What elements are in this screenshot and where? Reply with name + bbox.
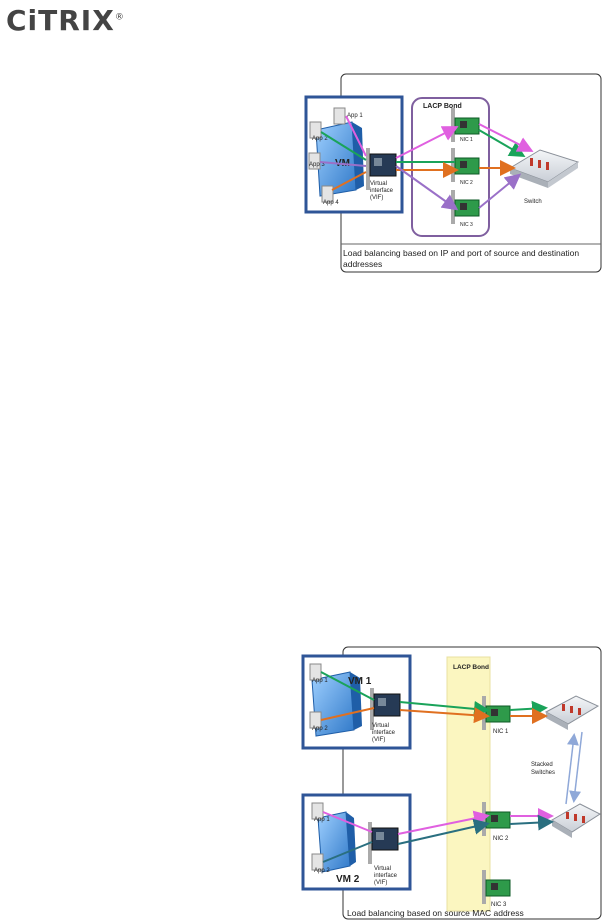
vm-2-app-1-label: App 1: [314, 817, 330, 823]
nic-3-label: NIC 3: [460, 222, 473, 228]
vif-label-2: interface: [370, 188, 394, 194]
vm-2-app-1-icon: [311, 802, 324, 820]
logo-text: CiTRIX: [6, 4, 115, 37]
figure-1-ip-port-load-balancing: LACP Bond VM App 1 App 2 App 3 App 4 Vir…: [304, 73, 602, 273]
figure-2-mac-load-balancing: LACP Bond VM 1 App 1 App 2 Virtual inter…: [301, 646, 602, 920]
arrow-vm2-pink-nic2: [397, 810, 490, 835]
arrow-app1-pink: [345, 115, 367, 157]
vm-1-app-1-label: App 1: [312, 678, 328, 684]
arrow-vm1-app1-green: [320, 671, 375, 701]
arrow-vm1-green-nic1: [399, 700, 490, 717]
vm-2-label: VM 2: [336, 874, 360, 885]
app-1-icon: [333, 107, 346, 125]
stacked-switches-label-1: Stacked: [531, 762, 553, 768]
nic-1-label-2: NIC 1: [493, 729, 509, 735]
arrow-vif-nic3-purple: [395, 165, 459, 211]
lacp-bond-label: LACP Bond: [423, 103, 462, 110]
vm-2-app-2-label: App 2: [314, 868, 330, 874]
arrow-nic2-switch-teal: [509, 814, 554, 831]
figure-2-caption: Load balancing based on source MAC addre…: [347, 908, 524, 918]
app-4-label: App 4: [323, 200, 339, 206]
switch-bottom-icon: [551, 803, 602, 838]
vif-label-1: Virtual: [370, 181, 387, 187]
nic-3-icon-2: [482, 870, 511, 904]
citrix-logo: CiTRIX®: [6, 4, 125, 37]
vif-card-icon: [366, 148, 397, 190]
arrow-vif-nic1-pink: [395, 126, 459, 159]
arrow-vm2-teal-nic2: [397, 818, 490, 845]
arrow-app3-purple: [319, 161, 367, 167]
registered-mark: ®: [114, 12, 125, 23]
nic-cards: [451, 108, 480, 224]
app-1-label: App 1: [347, 113, 363, 119]
switch-icon: [508, 149, 580, 188]
vm-2-vif-label-3: (VIF): [374, 880, 387, 886]
nic-1-label: NIC 1: [460, 137, 473, 143]
arrow-app2-green: [320, 131, 367, 161]
arrow-vm1-orange-nic1: [399, 707, 490, 724]
switch-label: Switch: [524, 199, 542, 205]
vm-1-vif-label-3: (VIF): [372, 737, 385, 743]
arrow-app4-orange: [331, 171, 367, 191]
nic-2-label: NIC 2: [460, 180, 473, 186]
arrow-vm1-app2-orange: [320, 707, 375, 721]
nic-3-label-2: NIC 3: [491, 902, 507, 908]
nic-2-label-2: NIC 2: [493, 836, 509, 842]
arrow-vm2-app1-pink: [322, 811, 373, 833]
vif-label-3: (VIF): [370, 195, 383, 201]
arrow-nic1-switch-pink: [478, 123, 534, 152]
stacked-switches-label-2: Switches: [531, 770, 555, 776]
figure-1-caption-line-1: Load balancing based on IP and port of s…: [343, 248, 579, 258]
vm-2-vif-label-1: Virtual: [374, 866, 391, 872]
app-2-icon: [309, 121, 322, 139]
app-3-icon: [308, 152, 321, 170]
app-4-icon: [321, 185, 334, 203]
arrow-vm2-app2-teal: [322, 841, 373, 863]
vm-1-vif-label-1: Virtual: [372, 723, 389, 729]
arrow-nic1-switch-green: [478, 129, 526, 158]
app-2-label: App 2: [312, 136, 328, 142]
figure-1-caption-line-2: addresses: [343, 259, 382, 269]
app-3-label: App 3: [309, 162, 325, 168]
vm-1-label: VM 1: [348, 676, 372, 687]
lacp-bond-label-2: LACP Bond: [453, 664, 489, 671]
traffic-arrows: [319, 115, 534, 211]
traffic-arrows-2: [320, 671, 554, 863]
arrow-nic3-switch-purple: [478, 173, 522, 209]
switch-top-icon: [544, 695, 600, 730]
nic-1-icon: [451, 108, 480, 142]
app-icons: [308, 107, 346, 203]
switch-stack-links: [565, 731, 583, 805]
vm-1-vif-label-2: interface: [372, 730, 396, 736]
vm-2-vif-label-2: interface: [374, 873, 398, 879]
vm-1-app-2-label: App 2: [312, 726, 328, 732]
